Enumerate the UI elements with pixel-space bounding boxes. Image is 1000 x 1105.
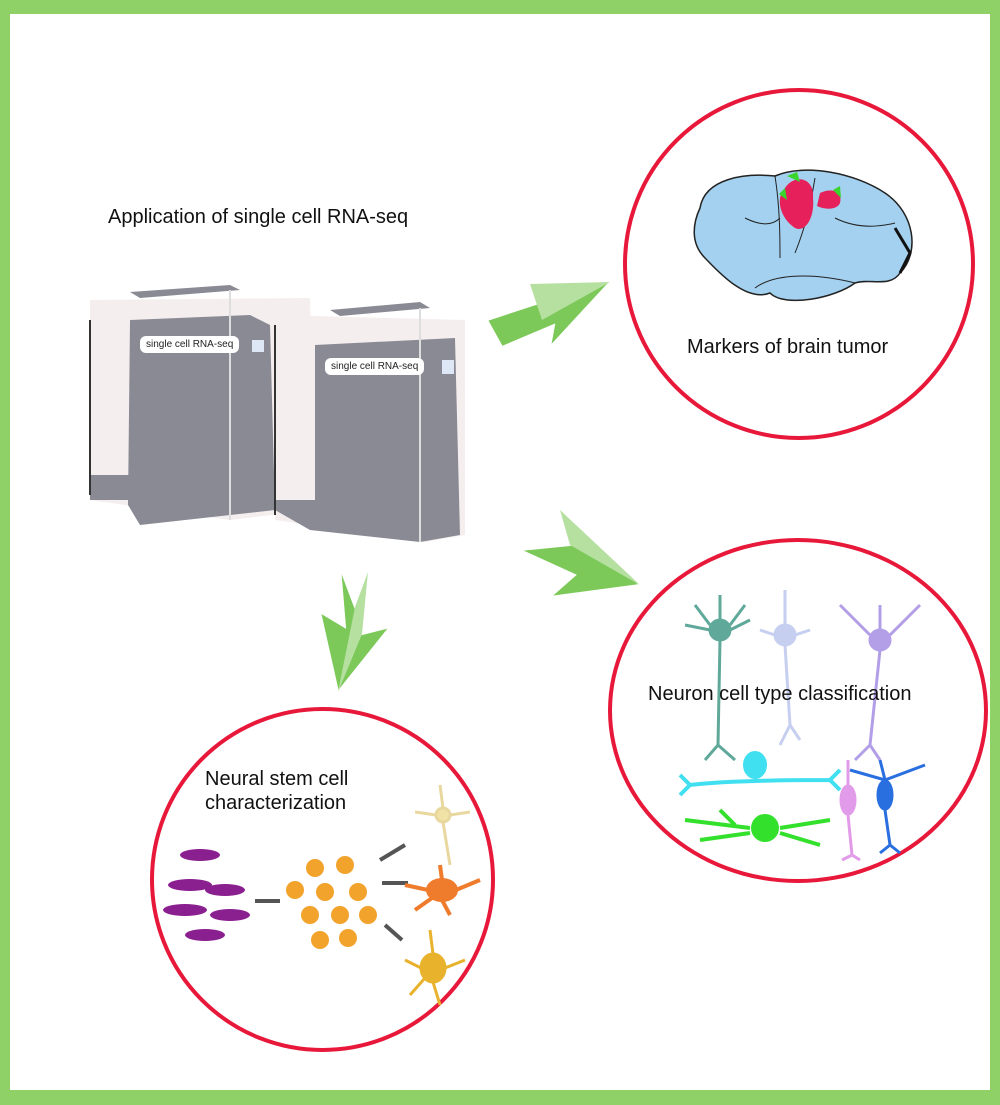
neural-stem-cell-label: Neural stem cell characterization bbox=[205, 767, 348, 815]
arrow-to-brain-icon bbox=[485, 280, 613, 351]
neuron-purple bbox=[838, 603, 922, 762]
brain-tumor-label: Markers of brain tumor bbox=[687, 336, 889, 358]
neural-stem-cell-label-line1: Neural stem cell bbox=[205, 768, 349, 790]
neuron-green bbox=[684, 808, 831, 847]
neuron-teal bbox=[684, 595, 751, 762]
neuron-types-illustration bbox=[678, 590, 926, 862]
sequencer-machines-illustration bbox=[89, 285, 465, 542]
sequencer-machine-left bbox=[89, 285, 315, 525]
sequencer-machine-right bbox=[274, 302, 465, 542]
arrow-to-stem-icon bbox=[318, 566, 393, 695]
differentiation-arrows bbox=[255, 843, 408, 942]
tumor-region-1 bbox=[779, 179, 814, 229]
machine-label-right: single cell RNA-seq bbox=[325, 358, 425, 375]
astrocyte-orange bbox=[404, 864, 481, 916]
stem-cells-purple bbox=[163, 849, 250, 941]
oligodendrocyte-yellow bbox=[404, 929, 466, 1006]
neuron-pink bbox=[839, 760, 861, 862]
progenitor-cells-orange bbox=[286, 856, 377, 949]
arrow-to-neuron-icon bbox=[516, 506, 643, 599]
neuron-lavender bbox=[759, 590, 811, 746]
brain-illustration bbox=[693, 169, 913, 302]
neuron-cyan bbox=[678, 751, 842, 797]
diagram-title: Application of single cell RNA-seq bbox=[108, 206, 409, 228]
machine-label-left: single cell RNA-seq bbox=[140, 336, 240, 353]
neuron-blue bbox=[849, 759, 926, 855]
neuron-classification-label: Neuron cell type classification bbox=[648, 683, 912, 705]
neuron-differentiated bbox=[414, 784, 471, 866]
tumor-region-2 bbox=[817, 190, 841, 209]
neural-stem-cell-label-line2: characterization bbox=[205, 792, 347, 814]
stem-cell-differentiation-illustration bbox=[163, 784, 481, 1006]
